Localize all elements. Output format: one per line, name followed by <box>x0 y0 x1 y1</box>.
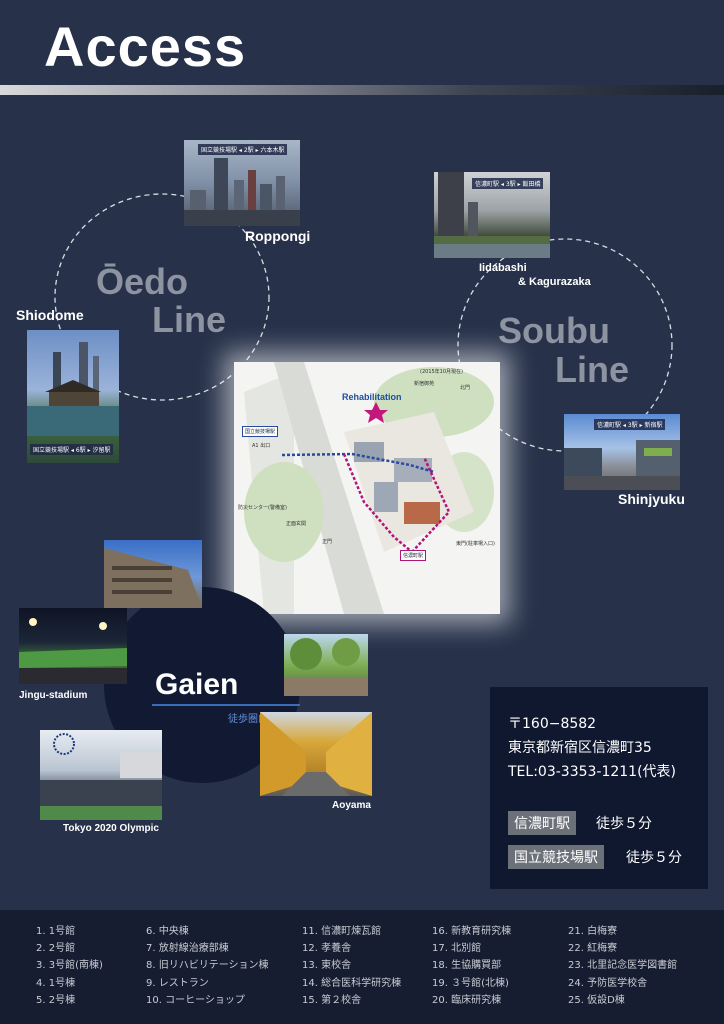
map-date: (2015年10月現在) <box>420 369 463 375</box>
gaien-park-photo <box>284 634 368 696</box>
legend-item: 8. 旧リハビリテーション棟 <box>146 960 269 972</box>
oedo-line-name-2: Line <box>152 299 227 340</box>
legend-item: 1. 1号館 <box>36 926 76 937</box>
legend-item: 13. 東校舎 <box>302 960 352 972</box>
roppongi-photo: 国立競技場駅 ◂ 2駅 ▸ 六本木駅 <box>184 140 300 226</box>
legend-item: 21. 白梅寮 <box>568 926 618 937</box>
legend-item: 15. 第２校舎 <box>302 994 362 1006</box>
gaien-underline <box>152 704 300 706</box>
walk-time-shinanomachi: 徒歩５分 <box>596 816 652 832</box>
shiodome-photo: 国立競技場駅 ◂ 6駅 ▸ 汐留駅 <box>27 330 119 463</box>
aoyama-photo <box>260 712 372 796</box>
map-tag-front: 正面玄関 <box>286 521 307 527</box>
soubu-line-name-2: Line <box>555 349 630 390</box>
olympic-label: Tokyo 2020 Olympic <box>63 823 159 834</box>
jingu-building-photo <box>104 540 202 608</box>
legend-col-4: 16. 新教育研究棟 17. 北別館 18. 生協購買部 19. ３号館(北棟)… <box>432 923 511 1009</box>
legend-item: 22. 紅梅寮 <box>568 943 618 955</box>
olympic-stadium-icon <box>40 733 162 820</box>
legend-item: 5. 2号棟 <box>36 994 76 1006</box>
kagurazaka-label: & Kagurazaka <box>518 276 591 288</box>
map-tag-north: 北門 <box>460 385 471 391</box>
legend-item: 16. 新教育研究棟 <box>432 926 512 937</box>
shiodome-sign: 国立競技場駅 ◂ 6駅 ▸ 汐留駅 <box>30 444 114 455</box>
legend-item: 12. 孝養舎 <box>302 943 352 955</box>
ginkgo-avenue-icon <box>260 712 372 796</box>
olympic-stadium-photo <box>40 730 162 820</box>
legend-item: 18. 生協購買部 <box>432 960 502 972</box>
jingu-stadium-label: Jingu-stadium <box>19 690 88 701</box>
iidabashi-label: Iidabashi <box>479 262 527 274</box>
legend-item: 6. 中央棟 <box>146 926 189 937</box>
legend-item: 2. 2号館 <box>36 943 76 955</box>
garden-skyline-icon <box>27 342 119 436</box>
legend-item: 14. 総合医科学研究棟 <box>302 977 402 989</box>
shinjyuku-sign: 信濃町駅 ◂ 3駅 ▸ 新宿駅 <box>594 419 666 430</box>
park-trees-icon <box>284 638 368 696</box>
gaien-walking-distance: 徒歩圏内 <box>228 714 268 725</box>
route-lines <box>54 193 673 452</box>
map-tag-kagaku: 新宿御苑 <box>414 381 435 387</box>
address: 東京都新宿区信濃町35 <box>508 740 652 756</box>
map-tag-south: 正門 <box>322 539 333 545</box>
station-building-icon <box>564 440 680 490</box>
river-building-icon <box>434 172 550 258</box>
legend-item: 23. 北里記念医学図書館 <box>568 960 678 972</box>
legend-item: 9. レストラン <box>146 977 209 989</box>
legend-item: 11. 信濃町煉瓦館 <box>302 926 382 937</box>
legend-item: 17. 北別館 <box>432 943 482 955</box>
title-underline-bar <box>0 85 724 95</box>
station-shinanomachi: 信濃町駅 <box>508 811 576 835</box>
walk-time-kokuritsu: 徒歩５分 <box>626 850 682 866</box>
telephone: TEL:03-3353-1211(代表) <box>508 764 677 780</box>
shinjyuku-photo: 信濃町駅 ◂ 3駅 ▸ 新宿駅 <box>564 414 680 490</box>
stadium-facade-icon <box>104 548 202 608</box>
legend-item: 19. ３号館(北棟) <box>432 977 509 989</box>
campus-map-drawing <box>234 362 500 614</box>
soubu-line-circle <box>457 238 673 452</box>
address-info-box: 〒160−8582 東京都新宿区信濃町35 TEL:03-3353-1211(代… <box>490 687 708 889</box>
legend-item: 20. 臨床研究棟 <box>432 994 502 1006</box>
building-legend: 1. 1号館 2. 2号館 3. 3号館(南棟) 4. 1号棟 5. 2号棟 6… <box>0 910 724 1024</box>
gaien-label: Gaien <box>155 668 239 701</box>
aoyama-label: Aoyama <box>332 800 371 811</box>
iidabashi-sign: 信濃町駅 ◂ 3駅 ▸ 飯田橋 <box>472 178 544 189</box>
roppongi-sign: 国立競技場駅 ◂ 2駅 ▸ 六本木駅 <box>198 144 288 155</box>
roppongi-label: Roppongi <box>245 228 311 244</box>
iidabashi-photo: 信濃町駅 ◂ 3駅 ▸ 飯田橋 <box>434 172 550 258</box>
legend-item: 4. 1号棟 <box>36 977 76 989</box>
kokuritsu-station-box: 国立競技場駅 <box>242 426 279 437</box>
legend-item: 7. 放射線治療部棟 <box>146 943 229 955</box>
legend-col-3: 11. 信濃町煉瓦館 12. 孝養舎 13. 東校舎 14. 総合医科学研究棟 … <box>302 923 401 1009</box>
legend-col-5: 21. 白梅寮 22. 紅梅寮 23. 北里記念医学図書館 24. 予防医学校舎… <box>568 923 677 1009</box>
shiodome-label: Shiodome <box>16 307 84 323</box>
legend-item: 25. 仮設D棟 <box>568 994 625 1006</box>
oedo-line-name-1: Ōedo <box>96 261 189 302</box>
page-title: Access <box>44 15 247 78</box>
campus-map: Rehabilitation (2015年10月現在) 新宿御苑 北門 国立競技… <box>234 362 500 614</box>
legend-item: 3. 3号館(南棟) <box>36 960 103 972</box>
shinjyuku-label: Shinjyuku <box>618 491 685 507</box>
map-tag-east: 東門(駐車場入口) <box>456 541 495 547</box>
postal-code: 〒160−8582 <box>508 716 597 732</box>
city-skyline-icon <box>184 158 300 226</box>
legend-col-1: 1. 1号館 2. 2号館 3. 3号館(南棟) 4. 1号棟 5. 2号棟 <box>36 923 103 1009</box>
jingu-stadium-photo <box>19 608 127 684</box>
rehabilitation-label: Rehabilitation <box>342 392 402 402</box>
shinanomachi-station-box: 信濃町駅 <box>400 550 427 561</box>
map-tag-bousai: 防災センター(警備室) <box>238 505 287 511</box>
legend-col-2: 6. 中央棟 7. 放射線治療部棟 8. 旧リハビリテーション棟 9. レストラ… <box>146 923 269 1009</box>
station-kokuritsu: 国立競技場駅 <box>508 845 604 869</box>
oedo-line-circle <box>54 193 270 401</box>
map-tag-a1: A1 出口 <box>252 443 271 449</box>
legend-item: 24. 予防医学校舎 <box>568 977 648 989</box>
soubu-line-name-1: Soubu <box>498 310 610 351</box>
night-stadium-icon <box>19 618 127 684</box>
legend-item: 10. コーヒーショップ <box>146 994 245 1006</box>
